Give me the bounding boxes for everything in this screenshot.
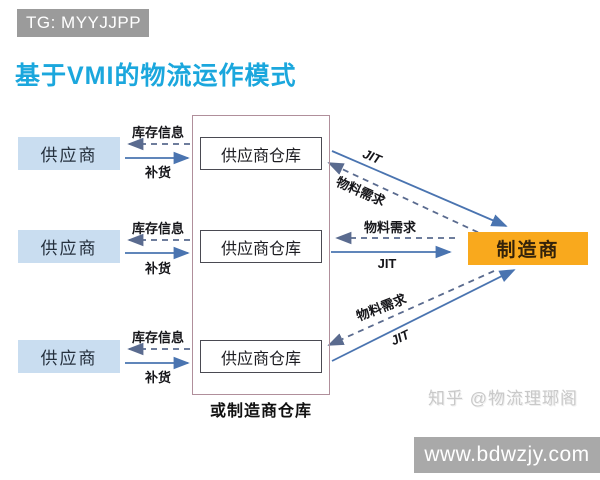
arrow-material-demand-top xyxy=(327,162,489,238)
warehouse-group-caption: 或制造商仓库 xyxy=(209,403,312,420)
warehouse-group-box xyxy=(192,115,330,395)
diagram-title: 基于VMI的物流运作模式 xyxy=(15,62,297,90)
telegram-tag-badge: TG: MYYJJPP xyxy=(17,9,149,37)
manufacturer-box: 制造商 xyxy=(468,232,588,265)
supplier-box-3: 供应商 xyxy=(18,340,120,373)
supplier-warehouse-box-3: 供应商仓库 xyxy=(200,340,322,373)
inventory-info-label-2: 库存信息 xyxy=(131,221,184,236)
arrow-jit-top xyxy=(331,150,508,227)
supplier-box-2: 供应商 xyxy=(18,230,120,263)
inventory-info-label-3: 库存信息 xyxy=(131,330,184,345)
zhihu-watermark: 知乎 @物流理琊阁 xyxy=(428,389,578,408)
arrow-jit-bottom xyxy=(331,269,516,362)
footer-url-badge: www.bdwzjy.com xyxy=(414,437,600,473)
supplier-warehouse-box-1: 供应商仓库 xyxy=(200,137,322,170)
supplier-warehouse-box-2: 供应商仓库 xyxy=(200,230,322,263)
supplier-box-1: 供应商 xyxy=(18,137,120,170)
material-demand-label-middle: 物料需求 xyxy=(363,220,416,235)
arrow-material-demand-bottom xyxy=(327,270,495,346)
replenishment-label-1: 补货 xyxy=(144,165,171,180)
jit-label-middle: JIT xyxy=(377,256,397,271)
inventory-info-label-1: 库存信息 xyxy=(131,125,184,140)
replenishment-label-3: 补货 xyxy=(144,370,171,385)
replenishment-label-2: 补货 xyxy=(144,261,171,276)
